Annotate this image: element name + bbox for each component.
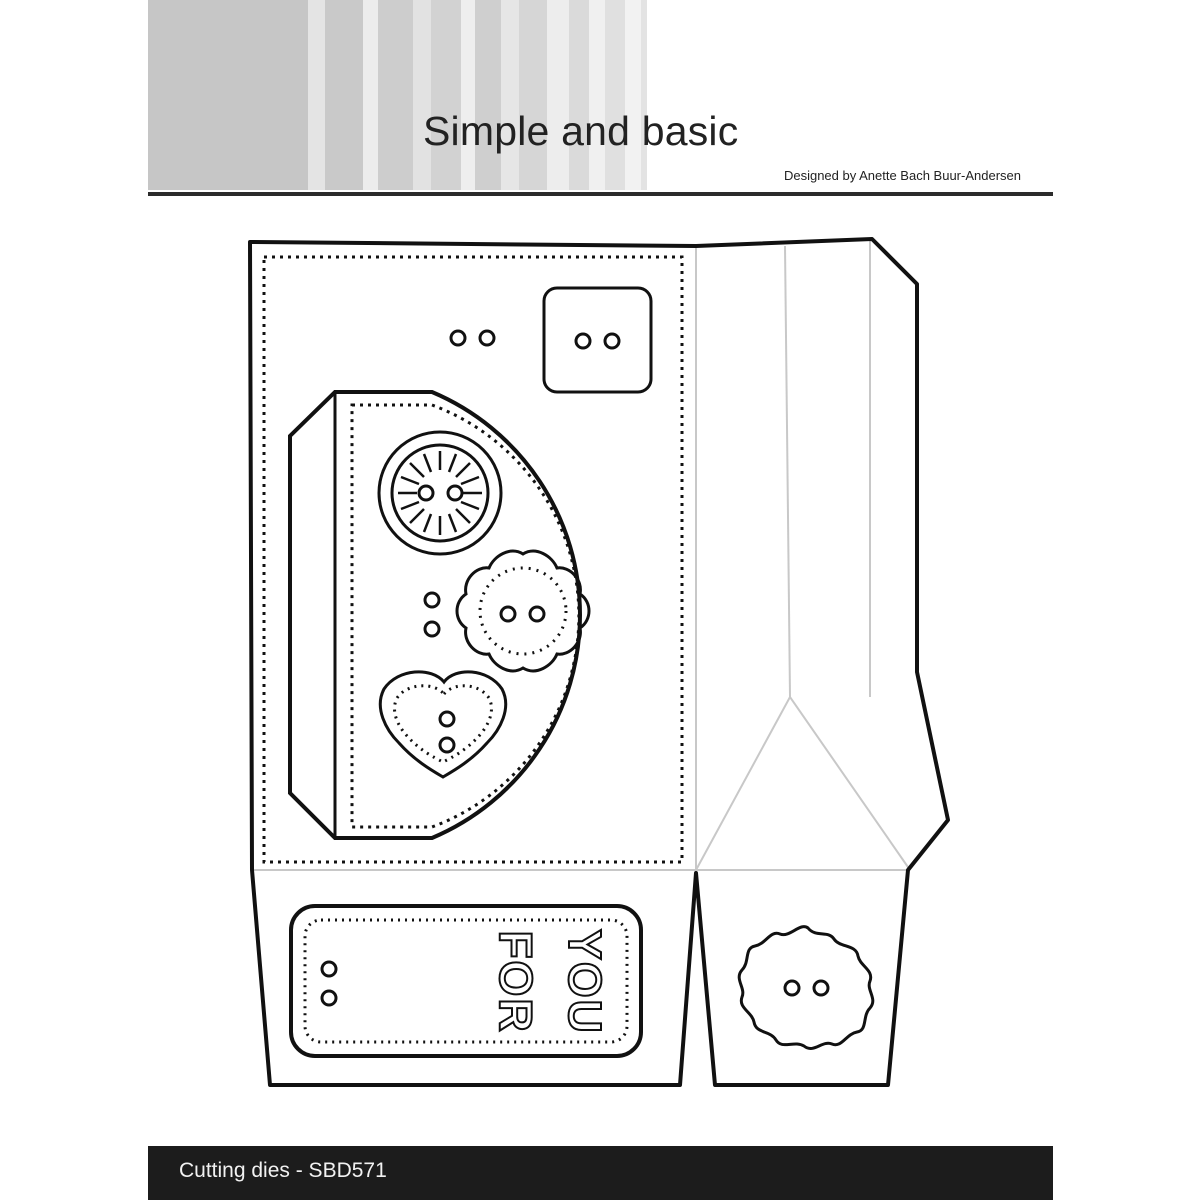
top-button-holes	[449, 329, 496, 347]
header-stripes	[148, 0, 1053, 190]
brand-title: Simple and basic	[423, 108, 739, 154]
for-you-tag	[289, 904, 643, 1058]
scalloped-button	[455, 549, 591, 673]
product-card: Simple and basic Designed by Anette Bach…	[148, 0, 1053, 1200]
middle-button-holes	[423, 591, 441, 638]
square-button	[542, 286, 653, 394]
heart-button	[378, 670, 508, 779]
star-button	[737, 925, 875, 1050]
product-code-label: Cutting dies - SBD571	[179, 1159, 387, 1182]
tag-text-group: FOR YOU	[489, 928, 612, 1036]
tag-text-for: FOR	[490, 930, 542, 1033]
stitched-frame	[262, 255, 684, 864]
die-template-drawing: FOR YOU	[248, 237, 950, 1087]
outer-cut-outline	[248, 237, 950, 1087]
footer-bar: Cutting dies - SBD571	[148, 1146, 1053, 1200]
sunburst-button	[377, 430, 503, 556]
tag-text-you: YOU	[559, 929, 611, 1035]
header-divider	[148, 192, 1053, 196]
fold-lines	[252, 240, 911, 871]
designer-credit: Designed by Anette Bach Buur-Andersen	[783, 168, 1021, 183]
